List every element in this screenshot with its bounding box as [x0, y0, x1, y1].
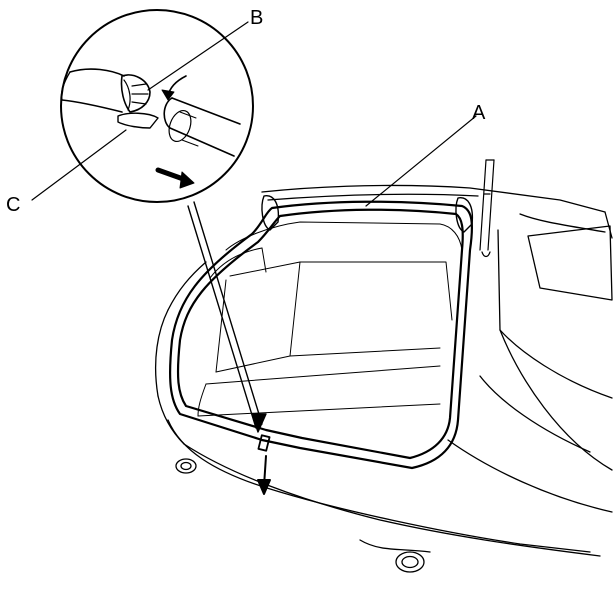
hinge-clip-right: [455, 197, 474, 233]
hinge-clip-left: [261, 195, 280, 231]
gas-strut: [479, 159, 495, 258]
weatherstrip-joint: [257, 434, 271, 452]
detail-magnifier: [60, 9, 254, 203]
callout-a: A: [472, 102, 486, 124]
removal-arrow: [257, 455, 271, 495]
callout-b: B: [250, 7, 264, 29]
cargo-interior: [197, 221, 463, 417]
magnifier-leaders: [187, 201, 267, 433]
callout-c: C: [6, 194, 21, 216]
callout-leaders: [31, 21, 477, 207]
weatherstrip: [168, 200, 473, 470]
vehicle-body: [154, 184, 613, 573]
